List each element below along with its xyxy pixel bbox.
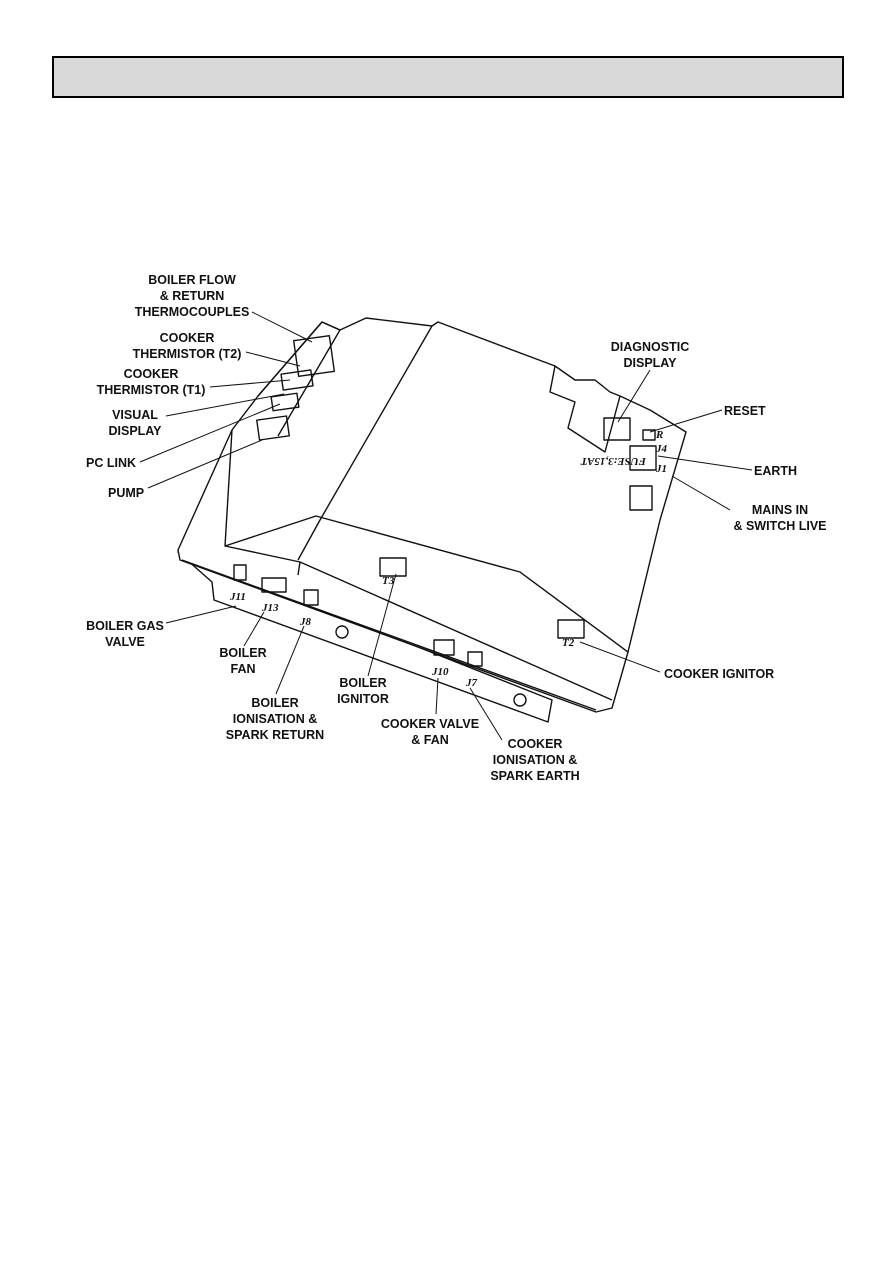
label-line: FAN [230,662,256,676]
label-line: DISPLAY [623,356,677,370]
label-earth: EARTH [754,463,797,479]
connector-j10-label: J10 [431,666,449,678]
label-boiler-ignitor: BOILER IGNITOR [330,675,396,707]
label-line: BOILER GAS [86,619,164,633]
label-line: COOKER IGNITOR [664,667,775,681]
label-cooker-thermistor-t2: COOKER THERMISTOR (T2) [128,330,246,362]
label-cooker-ignitor: COOKER IGNITOR [664,666,774,682]
label-line: COOKER [123,367,179,381]
label-line: MAINS IN [751,503,809,517]
reset-r-label: R [655,429,663,441]
label-line: IONISATION & [492,753,578,767]
label-cooker-thermistor-t1: COOKER THERMISTOR (T1) [92,366,210,398]
label-line: COOKER [507,737,563,751]
label-boiler-flow-return: BOILER FLOW & RETURN THERMOCOUPLES [128,272,256,320]
connector-j11-label: J11 [229,591,246,603]
board-bottom-plate [177,551,553,723]
label-cooker-ionisation: COOKER IONISATION & SPARK EARTH [484,736,586,784]
label-visual-display: VISUAL DISPLAY [104,407,166,439]
label-mains-in: MAINS IN & SWITCH LIVE [728,502,832,534]
label-line: VALVE [105,635,145,649]
label-line: THERMISTOR (T2) [132,347,242,361]
label-pump: PUMP [108,485,144,501]
label-line: RESET [724,404,766,418]
connector-j8-label: J8 [299,616,312,628]
label-line: IGNITOR [337,692,389,706]
label-line: SPARK RETURN [225,728,325,742]
connector-t3-label: T3 [382,575,395,587]
connector-j13-label: J13 [261,602,279,614]
connector-j4-label: J4 [655,443,668,455]
connector-t2-label: T2 [562,637,575,649]
label-line: PUMP [108,486,145,500]
label-line: IONISATION & [232,712,318,726]
label-line: BOILER [219,646,267,660]
label-line: COOKER VALVE [380,717,480,731]
label-line: COOKER [159,331,215,345]
label-line: PC LINK [86,456,136,470]
connector-j1-label: J1 [655,463,667,475]
label-cooker-valve-fan: COOKER VALVE & FAN [376,716,484,748]
label-line: THERMOCOUPLES [134,305,250,319]
label-line: EARTH [754,464,798,478]
label-line: VISUAL [112,408,158,422]
connector-j7-label: J7 [465,677,478,689]
label-boiler-fan: BOILER FAN [214,645,272,677]
label-diagnostic-display: DIAGNOSTIC DISPLAY [604,339,696,371]
label-line: BOILER FLOW [148,273,236,287]
header-bar [52,56,844,98]
label-boiler-gas-valve: BOILER GAS VALVE [80,618,170,650]
label-boiler-ionisation: BOILER IONISATION & SPARK RETURN [220,695,330,743]
label-line: & RETURN [159,289,225,303]
label-line: BOILER [251,696,299,710]
label-reset: RESET [724,403,766,419]
label-line: BOILER [339,676,387,690]
label-line: SPARK EARTH [490,769,580,783]
fuse-label: FUSE:3,15AT [580,455,647,467]
label-line: & FAN [411,733,449,747]
label-line: THERMISTOR (T1) [96,383,206,397]
label-line: DISPLAY [108,424,162,438]
label-line: DIAGNOSTIC [610,340,690,354]
label-pc-link: PC LINK [86,455,136,471]
label-line: & SWITCH LIVE [733,519,827,533]
